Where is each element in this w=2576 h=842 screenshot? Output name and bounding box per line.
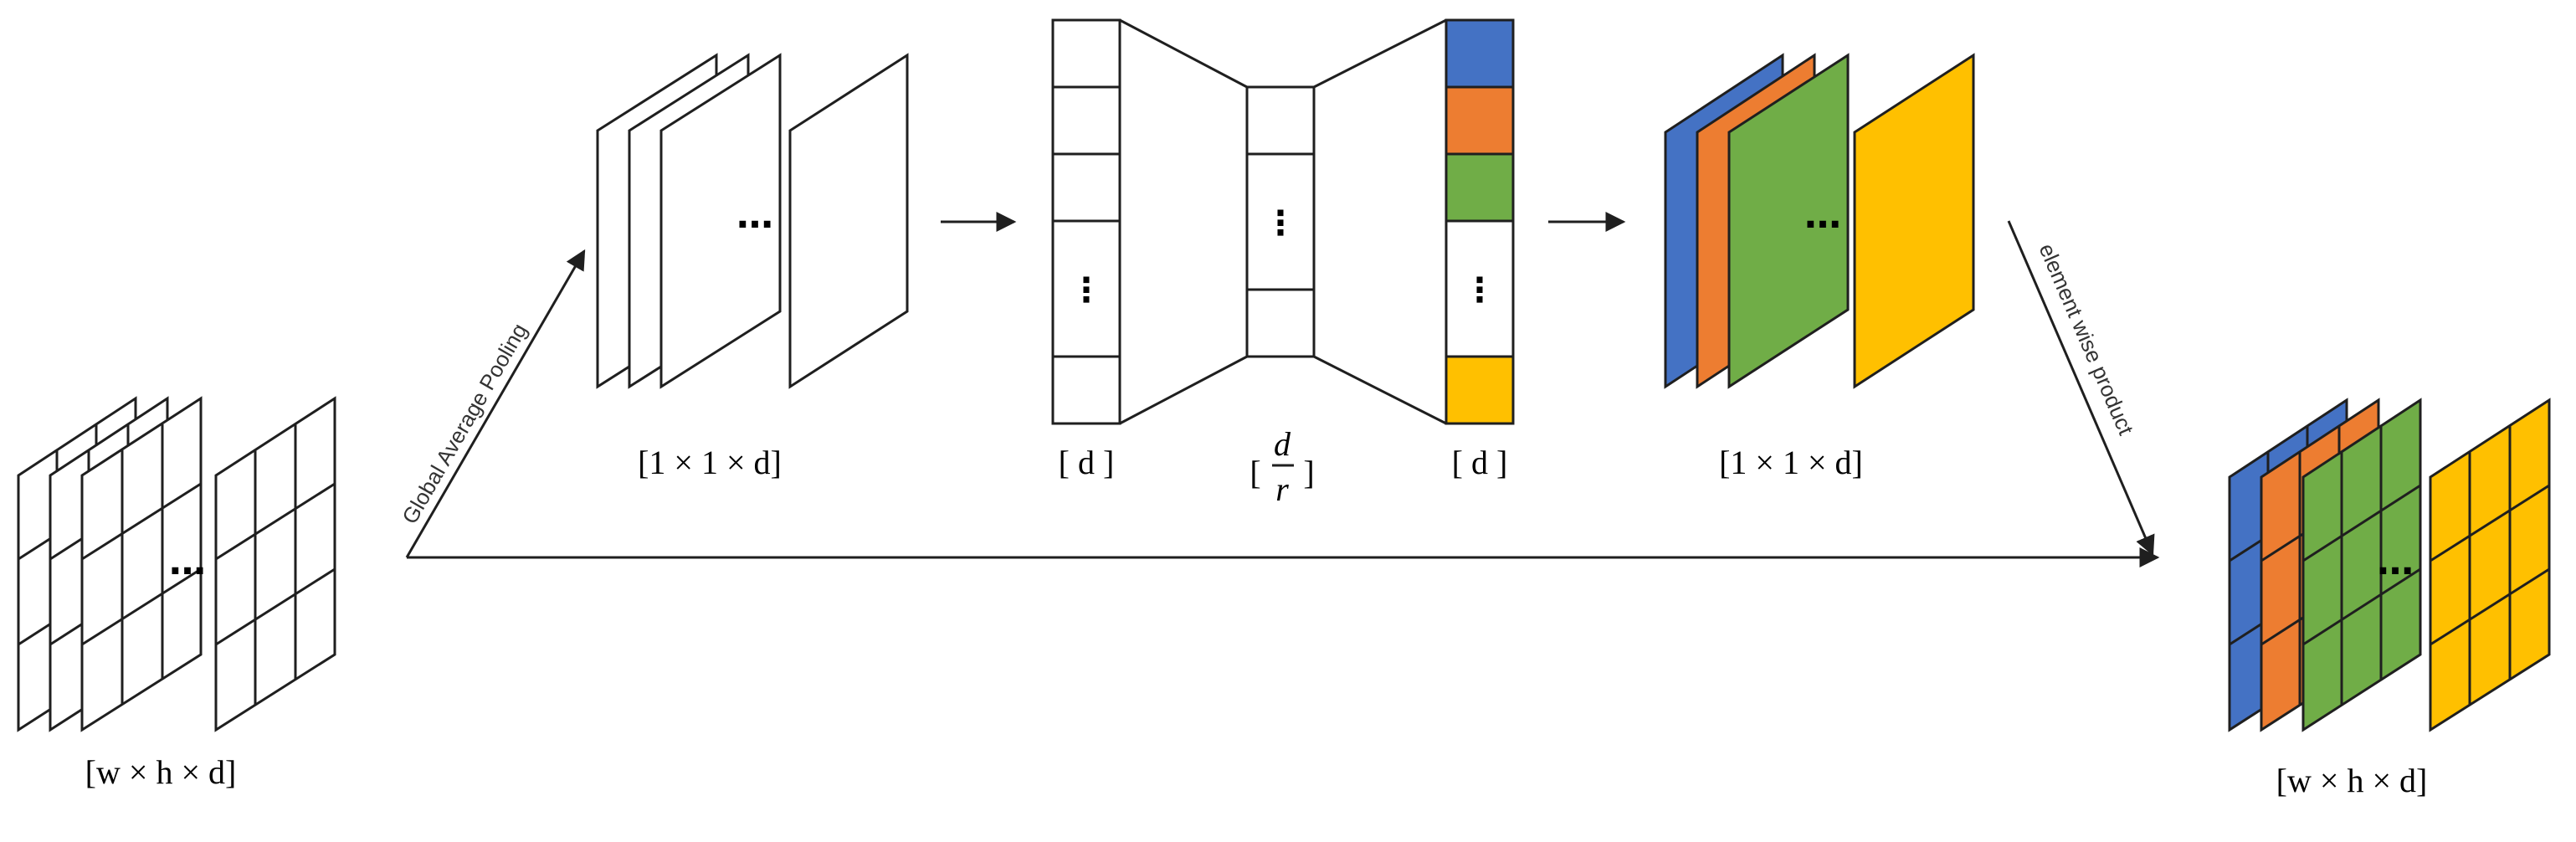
fc2-cell-yellow (1445, 355, 1515, 425)
pooling-label: Global Average Pooling (397, 319, 532, 528)
fc1-vector: ⋮ (1051, 18, 1121, 425)
fc2-cell-green (1445, 152, 1515, 223)
pooling-arrow: Global Average Pooling (397, 249, 586, 558)
input-ellipsis: … (169, 541, 206, 583)
pooled-sheet-last (788, 53, 909, 389)
input-feature-map: … [w × h × d] (17, 396, 336, 791)
bottleneck-close-bracket: ] (1303, 454, 1314, 491)
output-sheet-yellow (2429, 398, 2551, 732)
output-sheet-green (2301, 398, 2422, 732)
pooled-ellipsis: … (736, 194, 773, 237)
weight-sheet-green (1727, 53, 1850, 389)
input-sheet-3 (80, 396, 203, 732)
fc-layers: ⋮ [ d ] ⋮ [ d r ] ⋮ [ d ] (1051, 18, 1515, 508)
channel-weights: … [1 × 1 × d] (1664, 53, 1975, 481)
fc1-vertical-ellipsis: ⋮ (1070, 271, 1103, 310)
bottleneck-numerator: d (1274, 425, 1291, 463)
bottleneck-denominator: r (1275, 470, 1289, 508)
output-feature-map: … [w × h × d] (2228, 398, 2551, 799)
pooled-dim-label: [1 × 1 × d] (638, 444, 782, 481)
product-label: element wise product (2034, 239, 2138, 439)
fc2-cell-blue (1445, 18, 1515, 89)
scaled-dim-label: [1 × 1 × d] (1719, 444, 1863, 481)
weight-sheet-yellow (1853, 53, 1975, 389)
fc2-cell-orange (1445, 85, 1515, 156)
input-sheet-last (214, 396, 336, 732)
pooled-feature-map: … [1 × 1 × d] (596, 53, 909, 481)
output-dim-label: [w × h × d] (2276, 762, 2428, 799)
pooled-sheet-3 (659, 53, 782, 389)
fc2-vertical-ellipsis: ⋮ (1463, 271, 1496, 310)
bottleneck-vector: ⋮ (1245, 85, 1316, 358)
bottleneck-open-bracket: [ (1250, 454, 1260, 491)
weight-ellipsis: … (1804, 194, 1841, 237)
bottleneck-dim-label: [ d r ] (1250, 425, 1314, 508)
output-ellipsis: … (2377, 541, 2414, 583)
fc2-vector: ⋮ (1445, 18, 1515, 425)
fc1-dim-label: [ d ] (1059, 444, 1115, 481)
product-arrow: element wise product (2007, 220, 2155, 557)
fc2-dim-label: [ d ] (1452, 444, 1508, 481)
input-dim-label: [w × h × d] (85, 753, 237, 791)
bottleneck-vertical-ellipsis: ⋮ (1264, 204, 1297, 243)
